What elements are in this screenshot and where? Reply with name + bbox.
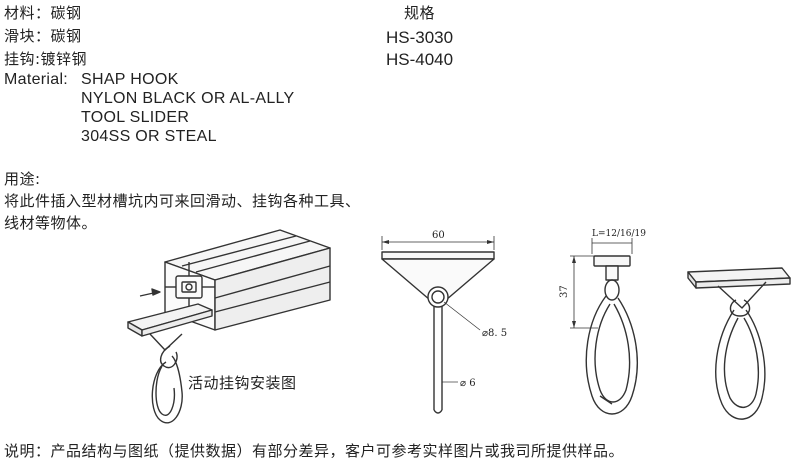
side-view-drawing <box>570 238 638 415</box>
installed-hook-illustration <box>127 303 213 424</box>
hook-cn-line: 挂钩:镀锌钢 <box>4 50 88 68</box>
material-en-label: Material: <box>4 71 69 88</box>
slider-cn-line: 滑块：碳钢 <box>4 27 82 45</box>
usage-title: 用途: <box>4 170 41 188</box>
width-dimension: 60 <box>432 230 445 241</box>
material-en-line-3: TOOL SLIDER <box>81 109 190 126</box>
front-view-drawing <box>381 236 495 414</box>
height-dimension: 37 <box>559 285 570 298</box>
spec-item: HS-4040 <box>386 50 454 69</box>
material-cn-line: 材料：碳钢 <box>4 4 82 22</box>
spec-title: 规格 <box>404 4 436 22</box>
material-en-line-1: SHAP HOOK <box>81 71 179 88</box>
usage-line-1: 将此件插入型材槽坑内可来回滑动、挂钩各种工具、 <box>4 192 361 210</box>
installation-caption: 活动挂钩安装图 <box>188 374 297 392</box>
length-dimension: L=12/16/19 <box>592 229 646 239</box>
material-en-line-4: 304SS OR STEAL <box>81 128 217 145</box>
hole-dimension: ⌀8. 5 <box>482 328 507 339</box>
rod-dimension: ⌀ 6 <box>460 378 476 389</box>
material-en-line-2: NYLON BLACK OR AL-ALLY <box>81 90 295 107</box>
disclaimer-note: 说明：产品结构与图纸（提供数据）有部分差异，客户可参考实样图片或我司所提供样品。 <box>4 442 625 460</box>
perspective-view-drawing <box>687 267 791 420</box>
spec-item: HS-3030 <box>386 28 454 47</box>
usage-line-2: 线材等物体。 <box>4 214 98 232</box>
